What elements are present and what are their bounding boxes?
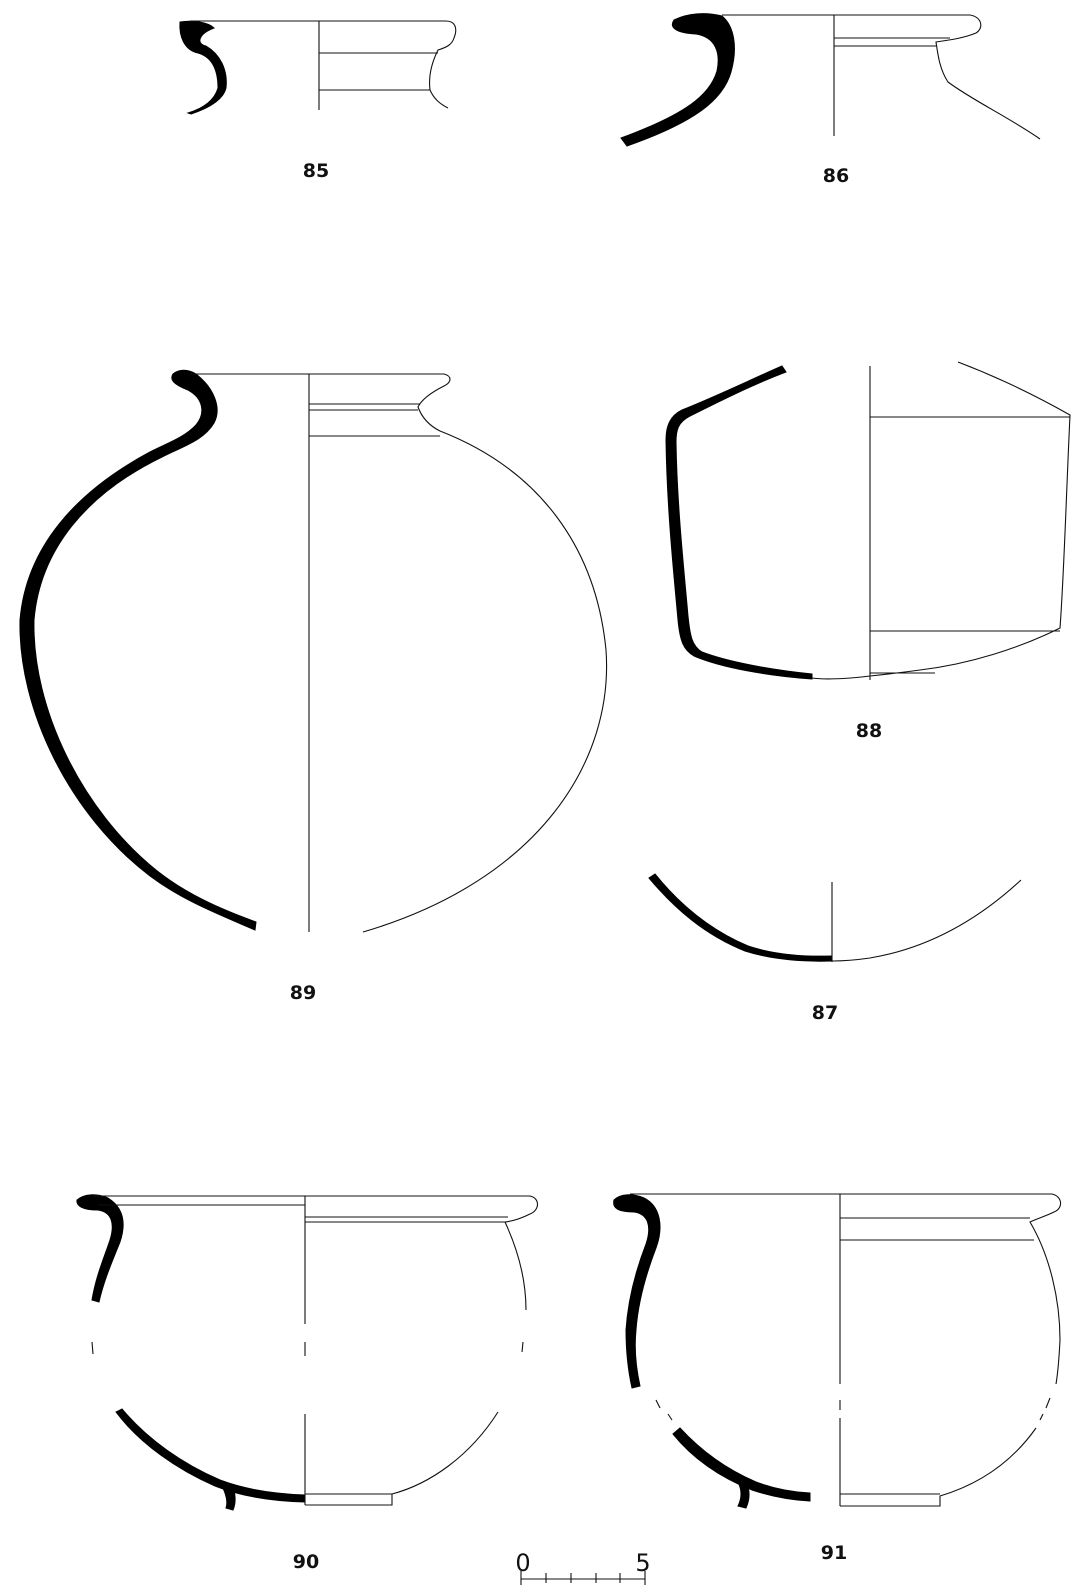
vessel-91-profile [630,1193,1062,1507]
vessel-85-label: 85 [303,160,329,182]
vessel-90-section [76,1194,124,1303]
vessel-90-section-lower [115,1408,306,1503]
vessel-90-profile [91,1195,539,1506]
vessel-87-section [648,873,833,962]
scale-bar-end-label: 5 [635,1549,650,1577]
vessel-91-section [613,1194,661,1389]
vessel-89: 89 [19,369,608,1004]
vessel-90-foot [221,1485,236,1511]
vessel-86-section [620,13,735,147]
vessel-89-section [19,369,257,931]
vessel-89-profile [190,373,608,933]
vessel-91-foot [737,1481,750,1509]
vessel-89-label: 89 [290,982,316,1004]
vessel-87-profile [831,879,1022,962]
vessel-85-profile [190,20,457,110]
scale-bar-start-label: 0 [515,1549,530,1577]
vessel-90-label: 90 [293,1551,319,1573]
vessel-85-section [179,20,227,115]
vessel-91: 91 [613,1193,1062,1564]
vessel-88: 88 [665,361,1071,742]
vessel-85: 85 [179,20,457,182]
vessel-86-profile [722,14,1041,140]
scale-bar: 0 5 [515,1549,651,1585]
vessel-88-section [665,365,813,680]
vessel-88-label: 88 [856,720,882,742]
vessel-91-label: 91 [821,1542,847,1564]
vessel-91-section-lower [672,1427,811,1502]
vessel-87-label: 87 [812,1002,838,1024]
vessel-88-profile [811,361,1071,680]
vessel-87: 87 [648,873,1022,1024]
vessel-86-label: 86 [823,165,849,187]
vessel-90: 90 [76,1194,539,1573]
vessel-86: 86 [620,13,1041,187]
